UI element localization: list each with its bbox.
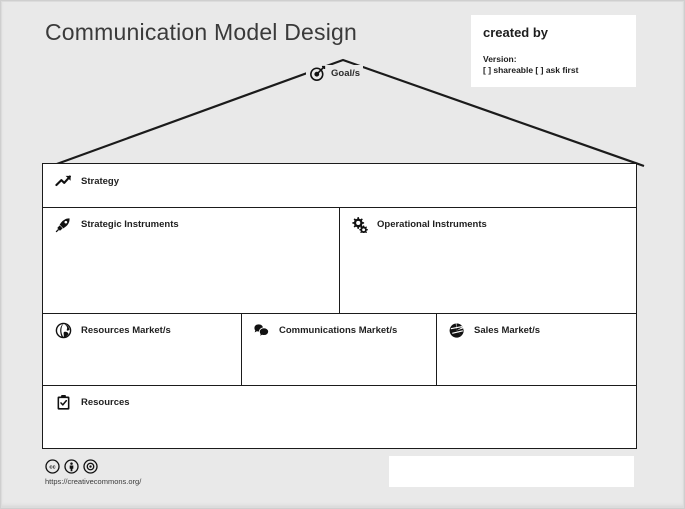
resources-label: Resources [81, 397, 130, 408]
clipboard-check-icon [57, 394, 70, 410]
license-url[interactable]: https://creativecommons.org/ [45, 477, 142, 486]
target-icon [310, 65, 326, 81]
cell-sales-market[interactable]: Sales Market/s [436, 313, 638, 385]
strategic-instruments-head: Strategic Instruments [55, 216, 179, 233]
globe-icon [55, 322, 72, 339]
divider-instruments-bottom [43, 313, 636, 315]
cc-icon[interactable]: cc [45, 459, 60, 474]
divider-markets-1 [241, 313, 243, 385]
cell-resources[interactable]: Resources [43, 385, 638, 448]
by-person-icon[interactable] [64, 459, 79, 474]
resources-head: Resources [55, 394, 130, 411]
divider-instruments-middle [339, 207, 341, 313]
operational-instruments-label: Operational Instruments [377, 219, 487, 230]
rocket-icon [55, 218, 70, 233]
goal-label-group[interactable]: Goal/s [306, 65, 364, 82]
house-body: Strategy Strategic Instruments [42, 163, 637, 449]
bottom-placeholder-box[interactable] [389, 456, 634, 487]
gears-icon [352, 217, 368, 233]
resources-market-head: Resources Market/s [55, 322, 171, 339]
page-title: Communication Model Design [45, 19, 358, 45]
cell-strategic-instruments[interactable]: Strategic Instruments [43, 207, 339, 313]
goal-label: Goal/s [331, 68, 361, 79]
creative-commons-footer[interactable]: cc https://creativecommons.org/ [45, 459, 141, 486]
house-roof [42, 58, 645, 171]
cell-communications-market[interactable]: Communications Market/s [241, 313, 436, 385]
cell-resources-market[interactable]: Resources Market/s [43, 313, 241, 385]
strategic-instruments-label: Strategic Instruments [81, 219, 179, 230]
created-by-card[interactable]: created by Version: [ ] shareable [ ] as… [471, 15, 636, 87]
sales-market-head: Sales Market/s [448, 322, 540, 339]
cell-strategy[interactable]: Strategy [43, 164, 638, 207]
share-alike-icon[interactable] [83, 459, 98, 474]
cell-operational-instruments[interactable]: Operational Instruments [339, 207, 638, 313]
version-label: Version: [483, 54, 517, 64]
divider-markets-2 [436, 313, 438, 385]
strategy-label: Strategy [81, 176, 120, 187]
communications-market-head: Communications Market/s [253, 322, 397, 339]
svg-text:cc: cc [49, 465, 55, 471]
license-badges[interactable]: cc [45, 459, 141, 474]
resources-market-label: Resources Market/s [81, 325, 171, 336]
trending-up-icon [55, 175, 71, 187]
speech-bubbles-icon [254, 324, 270, 338]
sharing-checkboxes[interactable]: [ ] shareable [ ] ask first [483, 65, 579, 76]
divider-markets-bottom [43, 385, 636, 387]
strategy-head: Strategy [55, 173, 119, 190]
operational-instruments-head: Operational Instruments [351, 216, 487, 233]
pie-chart-icon [449, 323, 464, 338]
created-by-heading: created by [483, 25, 549, 40]
communications-market-label: Communications Market/s [279, 325, 398, 336]
sales-market-label: Sales Market/s [474, 325, 541, 336]
